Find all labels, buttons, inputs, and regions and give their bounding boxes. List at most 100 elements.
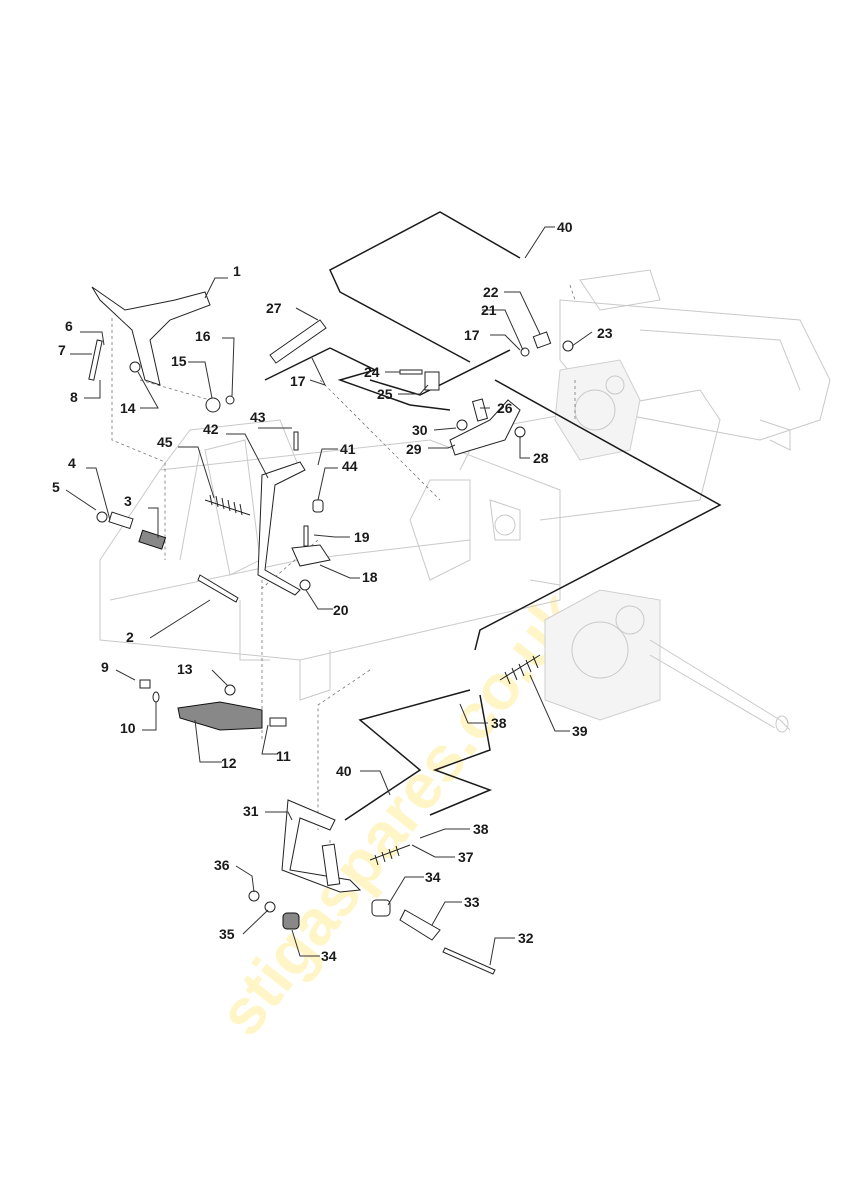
cable-long-diagonal — [474, 379, 722, 651]
sleeve-tube — [269, 319, 327, 364]
callout-31: 31 — [243, 803, 259, 819]
washer-35 — [264, 901, 276, 913]
spacer — [108, 511, 134, 530]
callout-labels: 1 2 3 4 5 6 7 8 9 10 11 12 13 14 15 16 1… — [52, 219, 613, 964]
spring-39 — [499, 654, 541, 685]
callout-3: 3 — [124, 493, 132, 509]
callout-22: 22 — [483, 284, 499, 300]
callout-8: 8 — [70, 389, 78, 405]
callout-25: 25 — [377, 386, 393, 402]
callout-37: 37 — [458, 849, 474, 865]
callout-43: 43 — [250, 409, 266, 425]
callout-45: 45 — [157, 434, 173, 450]
callout-27: 27 — [266, 300, 282, 316]
leader-lines — [65, 226, 593, 966]
washer — [225, 395, 235, 405]
pedal-plate — [321, 843, 341, 887]
callout-38b: 38 — [473, 821, 489, 837]
callout-7: 7 — [58, 342, 66, 358]
callout-30: 30 — [412, 422, 428, 438]
callout-4: 4 — [68, 455, 76, 471]
clevis-22 — [532, 331, 552, 349]
washer-20 — [299, 579, 311, 591]
callout-35: 35 — [219, 926, 235, 942]
callout-40a: 40 — [557, 219, 573, 235]
callout-9: 9 — [101, 659, 109, 675]
cables — [264, 211, 722, 821]
callout-34a: 34 — [425, 869, 441, 885]
callout-40b: 40 — [336, 763, 352, 779]
clamp-25 — [424, 371, 440, 391]
callout-29: 29 — [406, 441, 422, 457]
nut-23 — [562, 340, 574, 352]
bolt-24 — [399, 369, 423, 375]
transaxle-ghost — [529, 579, 791, 733]
cable-39-40 — [429, 694, 493, 816]
callout-36: 36 — [214, 857, 230, 873]
control-arm — [257, 461, 306, 596]
callout-28: 28 — [533, 450, 549, 466]
pin-11 — [269, 717, 287, 727]
callout-14: 14 — [120, 400, 136, 416]
callout-5: 5 — [52, 479, 60, 495]
callout-13: 13 — [177, 661, 193, 677]
hydro-unit-ghost — [554, 359, 641, 461]
nut-13 — [224, 684, 236, 696]
bolt — [293, 431, 299, 451]
pedal-assembly — [281, 799, 362, 893]
callout-10: 10 — [120, 720, 136, 736]
bolt-9 — [139, 679, 151, 689]
mounting-bracket — [291, 544, 331, 567]
cable-17-left — [329, 347, 451, 411]
callout-18: 18 — [362, 569, 378, 585]
screw — [303, 525, 309, 547]
nut-28 — [514, 426, 526, 438]
callout-15: 15 — [171, 353, 187, 369]
assembly-dashed-lines — [111, 284, 576, 880]
bolt-32 — [442, 947, 496, 975]
callout-11: 11 — [276, 748, 291, 764]
bush — [138, 529, 167, 550]
tube-33 — [399, 909, 441, 941]
callout-23: 23 — [597, 325, 613, 341]
watermark-text: stigaspares.co.uk — [204, 578, 594, 1049]
callout-20: 20 — [333, 602, 349, 618]
callout-19: 19 — [354, 529, 370, 545]
bush-34 — [371, 899, 391, 917]
callout-41: 41 — [340, 441, 356, 457]
cable-40-upper — [329, 211, 521, 363]
callout-2: 2 — [126, 629, 134, 645]
spring-37 — [369, 844, 411, 866]
bush-34-lower — [282, 912, 300, 930]
nut-5 — [96, 511, 108, 523]
plate-26 — [471, 398, 489, 422]
callout-21: 21 — [481, 302, 497, 318]
callout-6: 6 — [65, 318, 73, 334]
callout-44: 44 — [342, 458, 358, 474]
pin — [88, 339, 103, 381]
callout-1: 1 — [233, 263, 241, 279]
callout-32: 32 — [518, 930, 534, 946]
callout-16: 16 — [195, 328, 211, 344]
end-cap — [312, 499, 324, 513]
nut — [129, 361, 141, 373]
nut-36 — [248, 890, 260, 902]
callout-39: 39 — [572, 723, 588, 739]
spring — [204, 494, 251, 516]
callout-33: 33 — [464, 894, 480, 910]
callout-17b: 17 — [464, 327, 480, 343]
callout-38a: 38 — [491, 715, 507, 731]
rod-end-knob — [205, 397, 221, 413]
cable-38 — [344, 689, 471, 821]
callout-17a: 17 — [290, 373, 306, 389]
cable-17-upper — [369, 349, 511, 396]
callout-26: 26 — [497, 400, 513, 416]
callout-42: 42 — [203, 421, 219, 437]
long-bolt — [197, 574, 239, 603]
callout-12: 12 — [221, 755, 237, 771]
parts — [88, 286, 574, 975]
damper — [177, 701, 263, 731]
screw-30 — [456, 419, 468, 431]
support-bracket-29 — [449, 399, 521, 456]
